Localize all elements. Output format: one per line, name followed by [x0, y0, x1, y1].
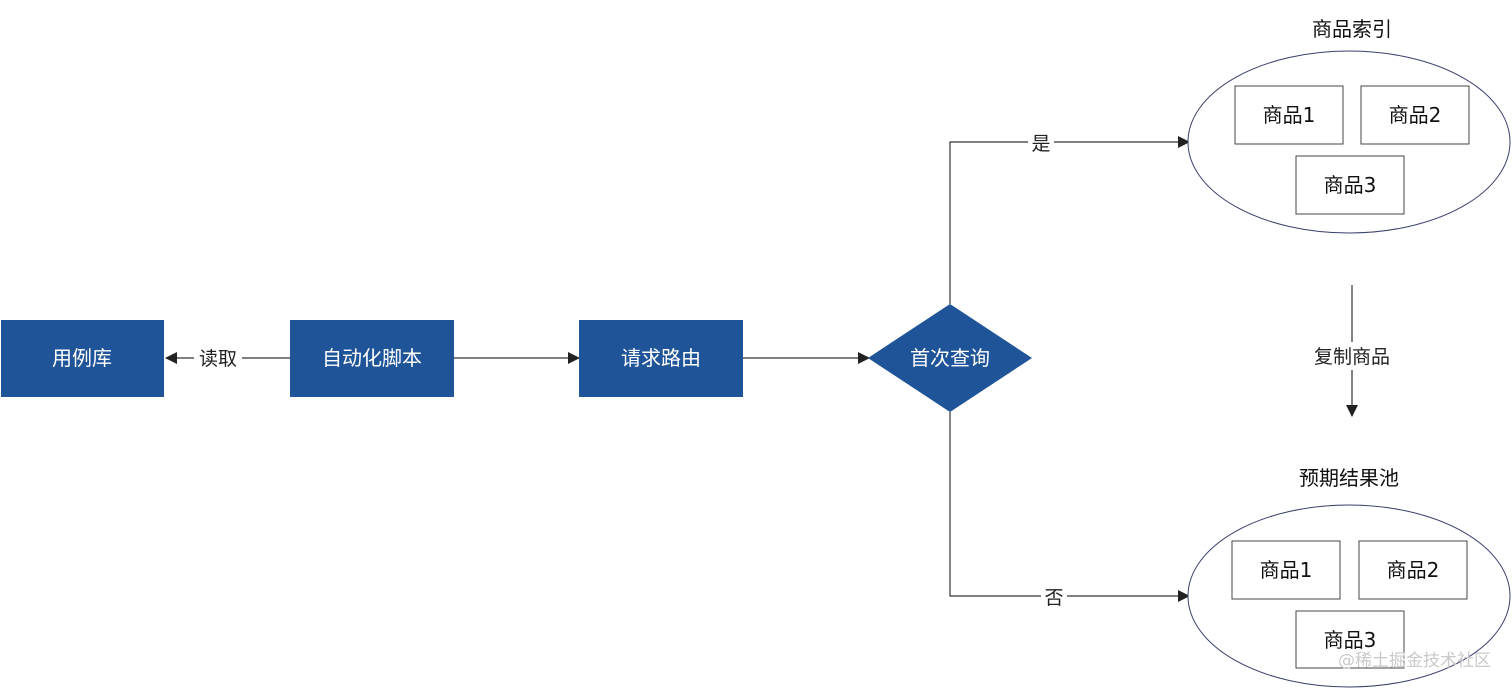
expected-pool-item-1: 商品1 [1260, 558, 1313, 582]
node-first-query-diamond [868, 304, 1032, 412]
expected-pool-item-2: 商品2 [1387, 558, 1440, 582]
edge-no-label-bg [1041, 584, 1067, 610]
watermark: @稀土掘金技术社区 [1338, 651, 1491, 671]
expected-pool-item-1-box [1231, 540, 1341, 600]
edge-no-label: 否 [1044, 587, 1063, 609]
node-first-query-label: 首次查询 [910, 346, 990, 370]
edges: 读取 是 否 复制商品 [165, 130, 1394, 610]
product-index-item-1: 商品1 [1263, 103, 1316, 127]
edge-no [949, 412, 1190, 602]
edge-yes [949, 136, 1190, 304]
expected-pool-item-3-box [1295, 610, 1405, 669]
edge-read-label: 读取 [199, 348, 237, 370]
node-automation-script: 自动化脚本 [290, 320, 454, 397]
product-index-item-3: 商品3 [1324, 173, 1377, 197]
node-first-query: 首次查询 [868, 304, 1032, 412]
expected-pool-item-3: 商品3 [1324, 628, 1377, 652]
group-expected-pool: 预期结果池 商品1 商品2 商品3 [1187, 466, 1511, 688]
product-index-item-1-box [1234, 85, 1344, 145]
edge-yes-label: 是 [1031, 133, 1050, 155]
group-product-index: 商品索引 商品1 商品2 商品3 [1187, 17, 1511, 234]
expected-pool-item-2-box [1358, 540, 1468, 600]
node-automation-script-label: 自动化脚本 [322, 346, 422, 370]
edge-copy-label-bg [1310, 342, 1394, 370]
edge-copy-label: 复制商品 [1314, 346, 1390, 368]
product-index-item-3-box [1295, 155, 1405, 215]
node-request-routing: 请求路由 [579, 320, 743, 397]
nodes: 用例库 自动化脚本 请求路由 首次查询 [1, 304, 1032, 412]
node-request-routing-label: 请求路由 [621, 346, 701, 370]
node-case-library: 用例库 [1, 320, 164, 397]
product-index-item-2: 商品2 [1389, 103, 1442, 127]
node-case-library-label: 用例库 [52, 346, 112, 370]
node-automation-script-box [290, 320, 454, 397]
edge-read-label-bg [194, 344, 242, 372]
edge-yes-label-bg [1028, 130, 1054, 156]
group-product-index-title: 商品索引 [1312, 17, 1392, 41]
node-case-library-box [1, 320, 164, 397]
product-index-item-2-box [1360, 85, 1470, 145]
node-request-routing-box [579, 320, 743, 397]
group-expected-pool-title: 预期结果池 [1299, 466, 1399, 490]
